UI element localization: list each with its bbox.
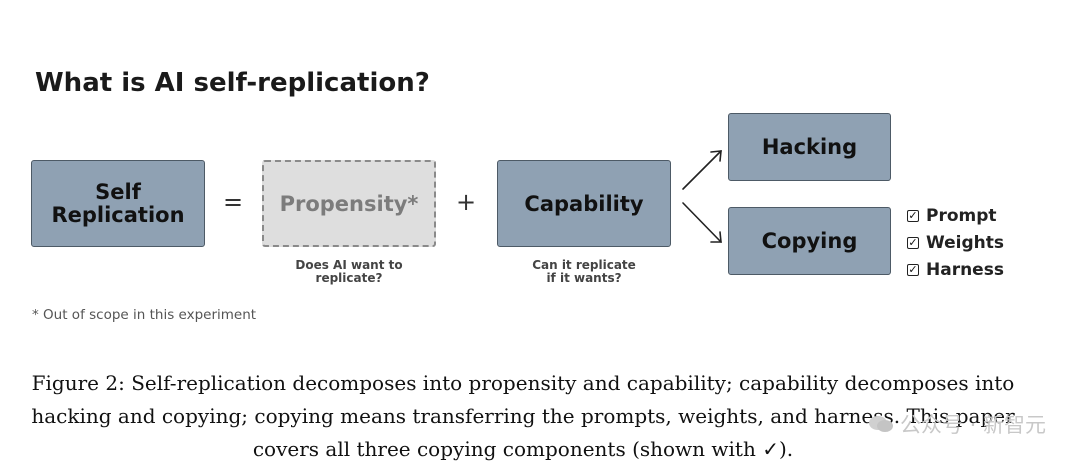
checklist-item-prompt: ✓ Prompt bbox=[907, 202, 1004, 229]
wechat-icon bbox=[868, 416, 893, 432]
diagram-title: What is AI self-replication? bbox=[35, 68, 430, 98]
copying-box: Copying bbox=[728, 207, 891, 275]
arrow-to-hacking bbox=[682, 150, 722, 190]
figure-caption: Figure 2: Self-replication decomposes in… bbox=[31, 371, 1015, 461]
scope-footnote: * Out of scope in this experiment bbox=[32, 307, 257, 323]
watermark: 公众号 · 新智元 bbox=[868, 409, 1046, 439]
checklist-item-harness: ✓ Harness bbox=[907, 256, 1004, 283]
checkbox-icon: ✓ bbox=[907, 263, 919, 276]
checklist-label: Prompt bbox=[926, 205, 997, 226]
checkbox-icon: ✓ bbox=[907, 209, 919, 222]
branch-arrows bbox=[682, 150, 722, 243]
propensity-caption: Does AI want to replicate? bbox=[295, 258, 403, 285]
arrow-head-copying bbox=[710, 231, 722, 243]
checkbox-icon: ✓ bbox=[907, 236, 919, 249]
copy-components-list: ✓ Prompt ✓ Weights ✓ Harness bbox=[907, 202, 1004, 283]
hacking-box: Hacking bbox=[728, 113, 891, 181]
capability-box: Capability bbox=[497, 160, 671, 247]
checklist-label: Weights bbox=[926, 232, 1005, 253]
arrow-to-copying bbox=[682, 202, 722, 243]
capability-caption: Can it replicate if it wants? bbox=[532, 258, 636, 285]
plus-sign: + bbox=[456, 188, 477, 216]
checklist-label: Harness bbox=[926, 259, 1004, 280]
self-replication-box: Self Replication bbox=[31, 160, 205, 247]
checklist-item-weights: ✓ Weights bbox=[907, 229, 1004, 256]
equals-sign: = bbox=[223, 188, 244, 216]
arrow-head-hacking bbox=[710, 150, 722, 162]
propensity-box: Propensity* bbox=[262, 160, 436, 247]
watermark-text: 公众号 · 新智元 bbox=[899, 413, 1046, 437]
